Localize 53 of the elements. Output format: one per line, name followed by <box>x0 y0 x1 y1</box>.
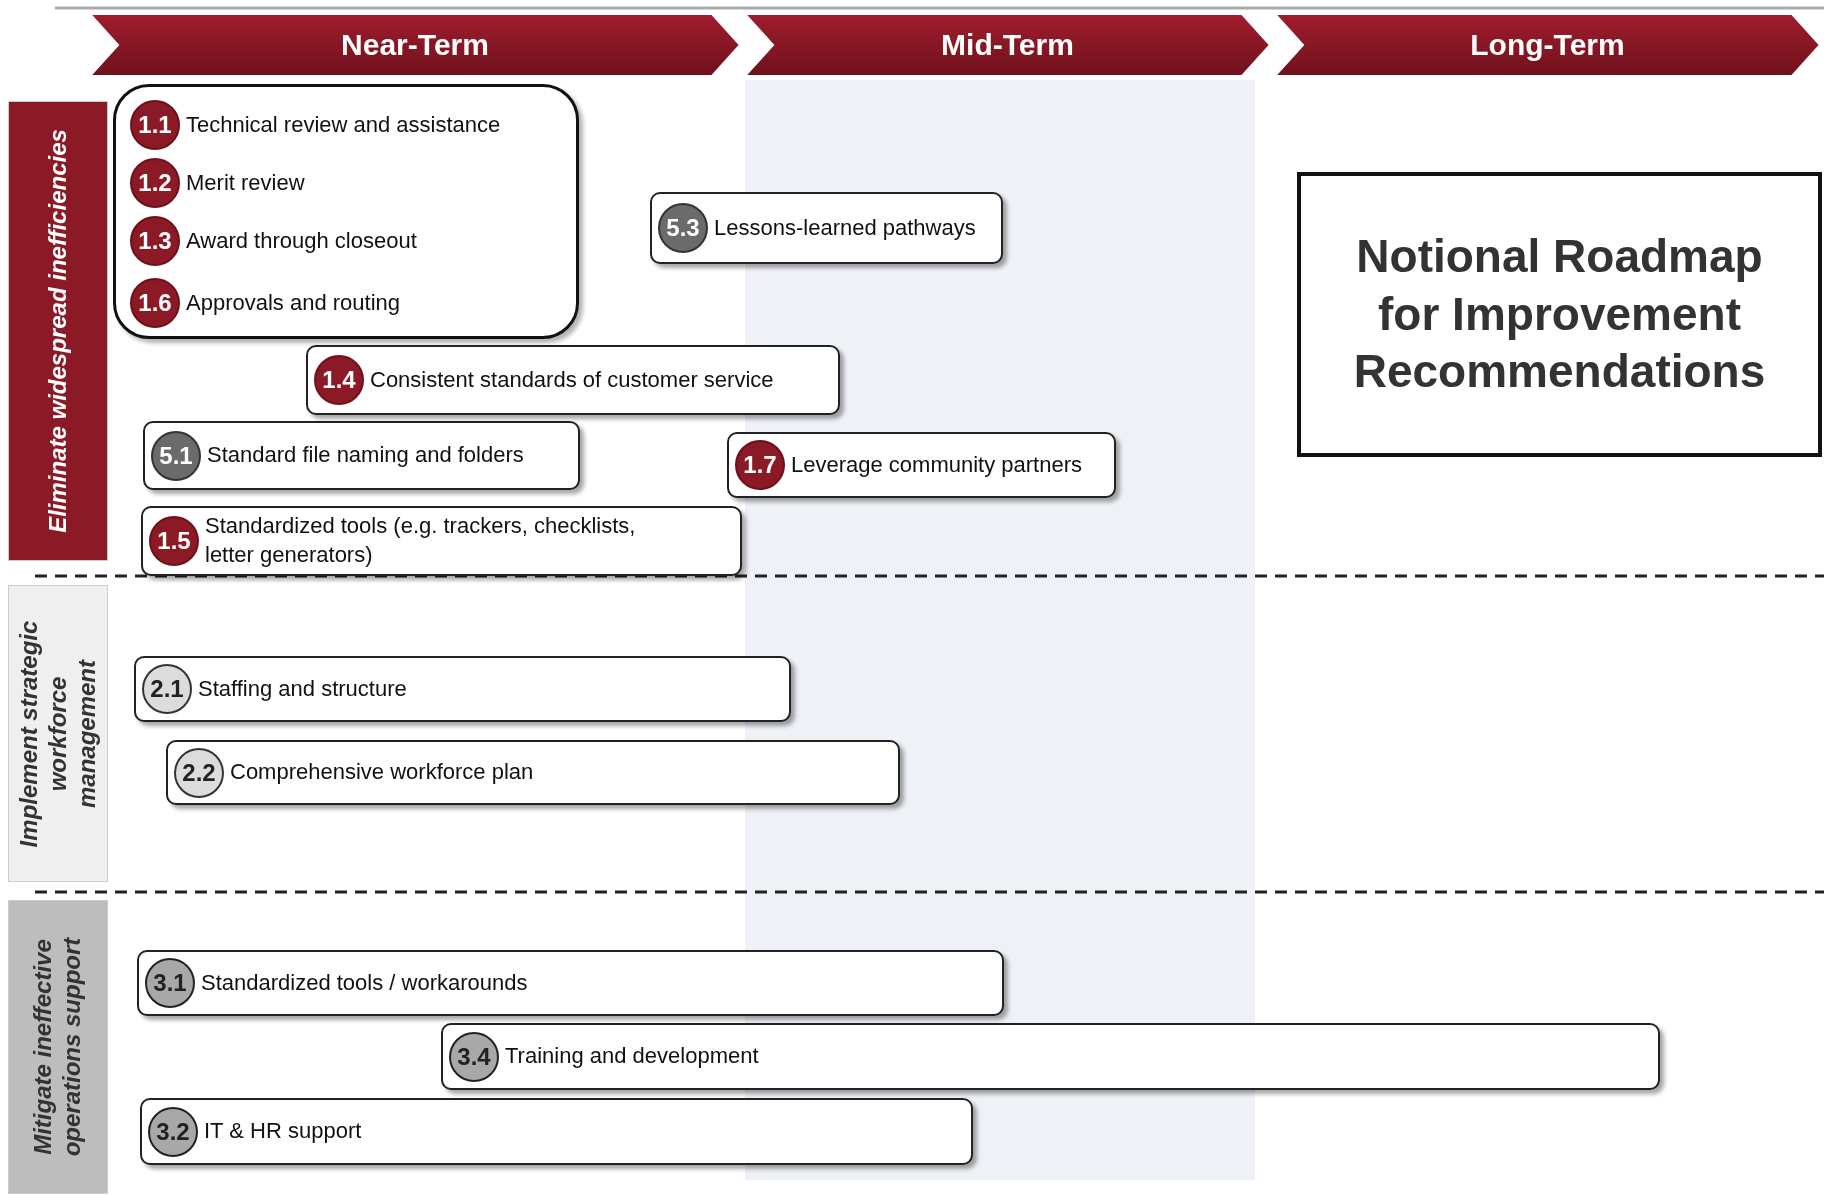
roadmap-item-box <box>141 506 742 576</box>
item-label: Consistent standards of customer service <box>370 365 774 394</box>
item-label: Staffing and structure <box>198 674 407 703</box>
phase-label: Near-Term <box>341 28 489 62</box>
grouped-items-box <box>113 84 579 339</box>
number-badge: 1.2 <box>130 158 180 208</box>
roadmap-item-box <box>166 740 900 805</box>
number-badge: 3.1 <box>145 958 195 1008</box>
item-label: Award through closeout <box>186 226 417 255</box>
number-badge: 2.2 <box>174 747 224 798</box>
number-badge: 3.2 <box>148 1106 198 1157</box>
item-label: Standardized tools (e.g. trackers, checklists, letter generators) <box>205 512 637 569</box>
roadmap-title: Notional Roadmap for Improvement Recommendations <box>1352 229 1767 400</box>
category-label: Eliminate widespread inefficiencies <box>43 128 72 535</box>
phase-label: Mid-Term <box>941 28 1074 62</box>
number-badge: 1.5 <box>149 516 199 566</box>
number-badge: 1.7 <box>735 440 785 490</box>
item-label: IT & HR support <box>204 1117 362 1146</box>
category-label: Implement strategic workforce management <box>14 619 101 849</box>
item-label: Lessons-learned pathways <box>714 213 976 242</box>
item-label: Standardized tools / workarounds <box>201 968 528 997</box>
number-badge: 3.4 <box>449 1031 499 1082</box>
item-label: Comprehensive workforce plan <box>230 758 534 787</box>
roadmap-item-box <box>143 421 580 490</box>
number-badge: 1.3 <box>130 216 180 266</box>
roadmap-item-box <box>137 950 1004 1016</box>
item-label: Leverage community partners <box>791 450 1083 479</box>
phase-header <box>1275 14 1820 76</box>
item-label: Merit review <box>186 168 305 197</box>
phase-label: Long-Term <box>1470 28 1625 62</box>
number-badge: 1.1 <box>130 100 180 150</box>
roadmap-item-box <box>727 432 1116 498</box>
category-label: Mitigate ineffective operations support <box>29 936 86 1159</box>
roadmap-item-box <box>306 345 840 415</box>
item-label: Technical review and assistance <box>186 110 501 139</box>
number-badge: 5.1 <box>151 430 201 481</box>
category-band <box>8 101 108 561</box>
phase-header <box>745 14 1270 76</box>
roadmap-item-box <box>650 192 1003 264</box>
category-band <box>8 585 108 882</box>
roadmap-item-box <box>140 1098 973 1165</box>
item-label: Standard file naming and folders <box>207 441 524 470</box>
item-label: Training and development <box>505 1042 759 1071</box>
roadmap-item-box <box>441 1023 1660 1090</box>
title-box <box>1297 172 1822 457</box>
roadmap-item-box <box>134 656 791 722</box>
number-badge: 1.4 <box>314 355 364 405</box>
item-label: Approvals and routing <box>186 288 401 317</box>
category-band <box>8 900 108 1194</box>
number-badge: 1.6 <box>130 278 180 328</box>
number-badge: 2.1 <box>142 664 192 714</box>
phase-header <box>90 14 740 76</box>
number-badge: 5.3 <box>658 203 708 253</box>
